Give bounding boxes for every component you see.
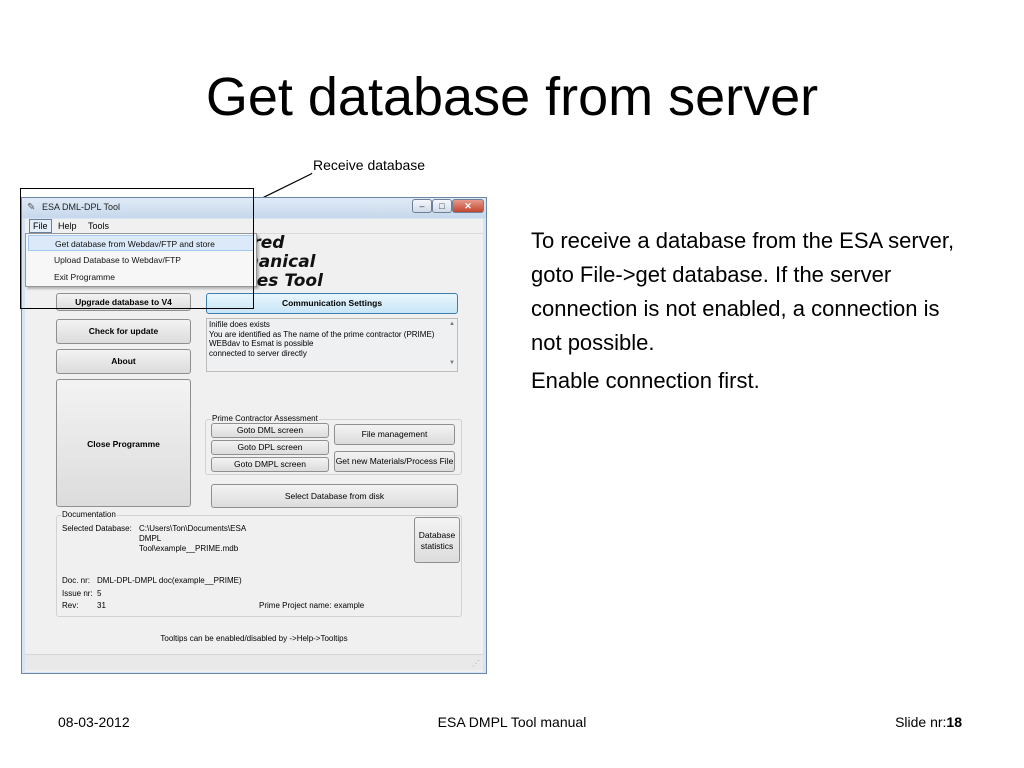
tooltips-note: Tooltips can be enabled/disabled by ->He…: [160, 634, 348, 643]
documentation-group: Documentation: [56, 510, 462, 617]
selected-database-label: Selected Database:: [62, 524, 132, 533]
prime-project-label: Prime Project name:: [259, 601, 332, 610]
goto-dml-button[interactable]: Goto DML screen: [211, 423, 329, 438]
goto-dpl-button[interactable]: Goto DPL screen: [211, 440, 329, 455]
file-menu-dropdown: Get database from Webdav/FTP and store U…: [25, 233, 257, 287]
close-programme-button[interactable]: Close Programme: [56, 379, 191, 507]
upgrade-database-button[interactable]: Upgrade database to V4: [56, 293, 191, 311]
prime-project-value: example: [334, 601, 365, 610]
menu-bar: File Help Tools: [25, 219, 483, 233]
maximize-button[interactable]: □: [432, 199, 452, 213]
communication-settings-button[interactable]: Communication Settings: [206, 293, 458, 314]
window-titlebar[interactable]: ✎ ESA DML-DPL Tool – □ ✕: [22, 198, 486, 218]
scroll-down-icon[interactable]: ▼: [449, 360, 455, 367]
body-paragraph: To receive a database from the ESA serve…: [531, 228, 955, 355]
selected-database-path: C:\Users\Ton\Documents\ESA: [139, 524, 247, 533]
window-client-area: clared echanical esses Tool Upgrade data…: [25, 233, 483, 672]
rev-label: Rev:: [62, 601, 79, 610]
resize-grip-icon[interactable]: ⋰: [472, 659, 480, 668]
select-database-button[interactable]: Select Database from disk: [211, 484, 458, 508]
issue-value: 5: [97, 589, 102, 598]
goto-dmpl-button[interactable]: Goto DMPL screen: [211, 457, 329, 472]
selected-database-path: Tool\example__PRIME.mdb: [139, 544, 239, 553]
close-window-button[interactable]: ✕: [452, 199, 484, 213]
check-update-button[interactable]: Check for update: [56, 319, 191, 344]
prime-contractor-group: Prime Contractor Assessment: [205, 414, 462, 475]
menu-item-upload-database[interactable]: Upload Database to Webdav/FTP: [54, 255, 181, 265]
status-line: You are identified as The name of the pr…: [209, 329, 435, 339]
about-button[interactable]: About: [56, 349, 191, 374]
menu-help[interactable]: Help: [58, 221, 77, 231]
doc-nr-value: DML-DPL-DMPL doc(example__PRIME): [97, 576, 242, 585]
doc-nr-label: Doc. nr:: [62, 576, 91, 585]
window-title: ESA DML-DPL Tool: [42, 202, 121, 212]
app-window: ✎ ESA DML-DPL Tool – □ ✕ File Help Tools…: [21, 197, 487, 674]
rev-value: 31: [97, 601, 106, 610]
body-paragraph: Enable connection first.: [531, 368, 760, 393]
menu-item-exit[interactable]: Exit Programme: [54, 272, 115, 282]
file-management-button[interactable]: File management: [334, 424, 455, 445]
slide-number: 18: [946, 714, 962, 730]
footer-date: 08-03-2012: [58, 714, 130, 730]
status-textarea[interactable]: Inifile does exists You are identified a…: [206, 318, 458, 372]
callout-label: Receive database: [313, 157, 426, 173]
slide-body: To receive a database from the ESA serve…: [531, 224, 971, 402]
footer-slide-number: Slide nr:18: [895, 713, 962, 731]
issue-label: Issue nr:: [62, 589, 93, 598]
status-line: WEBdav to Esmat is possible: [209, 339, 314, 349]
horizontal-scrollbar[interactable]: ⋰: [25, 654, 483, 670]
menu-tools[interactable]: Tools: [88, 221, 110, 231]
selected-database-path: DMPL: [139, 534, 162, 543]
group-title: Documentation: [61, 510, 117, 520]
status-line: Inifile does exists: [209, 320, 270, 329]
menu-item-get-database[interactable]: Get database from Webdav/FTP and store: [28, 235, 254, 251]
slide-number-prefix: Slide nr:: [895, 714, 947, 730]
menu-file[interactable]: File: [29, 219, 52, 233]
app-icon: ✎: [27, 202, 36, 213]
get-new-materials-button[interactable]: Get new Materials/Process File: [334, 451, 455, 472]
database-statistics-button[interactable]: Database statistics: [414, 517, 460, 563]
slide-title: Get database from server: [205, 67, 819, 127]
footer-title: ESA DMPL Tool manual: [437, 714, 587, 730]
scroll-up-icon[interactable]: ▲: [449, 321, 455, 327]
group-title: Prime Contractor Assessment: [211, 414, 319, 424]
minimize-button[interactable]: –: [412, 199, 432, 213]
status-line: connected to server directly: [209, 348, 307, 358]
